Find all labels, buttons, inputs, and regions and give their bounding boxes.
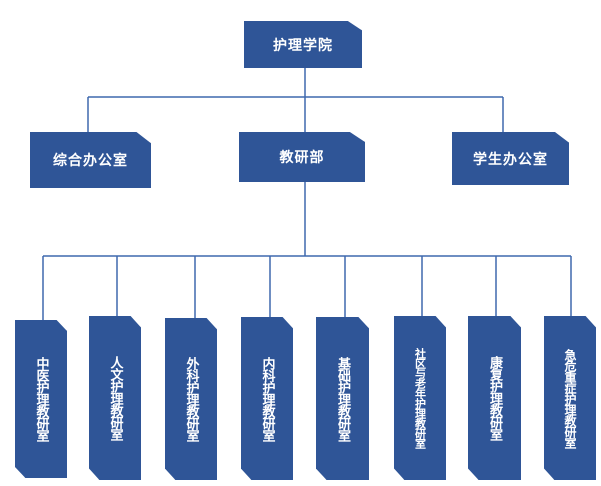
- node-dept-label: 基础护理教研室: [335, 356, 350, 441]
- node-dept-rehabilitation-nursing: 康复护理教研室: [468, 316, 521, 480]
- node-office-general-label: 综合办公室: [53, 153, 128, 169]
- node-dept-internal-nursing: 内科护理教研室: [241, 317, 293, 480]
- node-root: 护理学院: [244, 21, 362, 68]
- node-teaching-department: 教研部: [239, 132, 365, 182]
- node-dept-humanities-nursing: 人文护理教研室: [89, 316, 141, 480]
- node-dept-label: 康复护理教研室: [487, 356, 502, 440]
- node-dept-tcm-nursing: 中医护理教研室: [15, 320, 67, 478]
- node-dept-fundamental-nursing: 基础护理教研室: [316, 317, 369, 480]
- node-office-general: 综合办公室: [30, 132, 151, 188]
- node-dept-label: 中医护理教研室: [33, 357, 49, 441]
- node-teaching-department-label: 教研部: [279, 150, 325, 166]
- node-dept-surgical-nursing: 外科护理教研室: [165, 318, 217, 480]
- node-dept-label: 社区与老年护理教研室: [413, 348, 427, 448]
- node-root-label: 护理学院: [273, 37, 333, 54]
- node-dept-label: 人文护理教研室: [107, 356, 123, 440]
- node-office-student-label: 学生办公室: [473, 151, 548, 168]
- node-dept-critical-care-nursing: 急危重症护理教研室: [544, 316, 596, 480]
- node-dept-label: 急危重症护理教研室: [563, 348, 577, 448]
- node-dept-label: 内科护理教研室: [259, 356, 275, 441]
- node-dept-community-geriatric-nursing: 社区与老年护理教研室: [394, 316, 446, 480]
- node-dept-label: 外科护理教研室: [183, 357, 199, 441]
- node-office-student: 学生办公室: [452, 132, 569, 185]
